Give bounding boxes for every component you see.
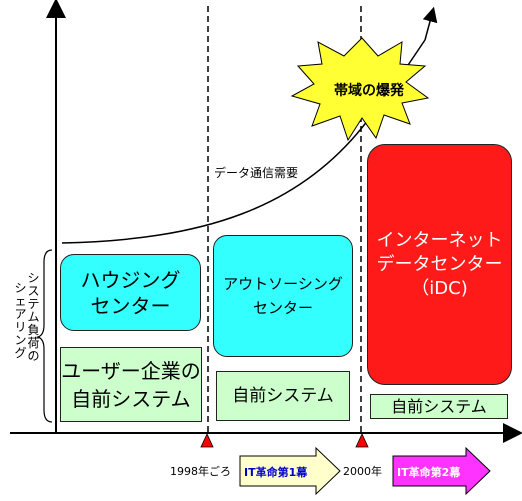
demand-curve-arrow-icon	[422, 6, 438, 41]
explosion-label: 帯域の爆発	[334, 83, 404, 99]
idc-box: インターネット データセンター （iDC)	[367, 144, 512, 385]
marker-1998-icon	[200, 433, 214, 448]
outsourcing-center-box: アウトソーシング センター	[213, 235, 353, 357]
own-system-right-box: 自前システム	[370, 394, 508, 419]
year-2000-label: 2000年	[343, 465, 382, 478]
housing-center-box: ハウジング センター	[60, 254, 201, 331]
side-brace	[36, 249, 53, 423]
year-1998-label: 1998年ごろ	[170, 465, 231, 478]
wave1-label: IT革命第1幕	[244, 466, 308, 479]
explosion-burst-icon	[290, 37, 430, 142]
wave1-arrow-icon	[239, 446, 341, 496]
wave2-arrow-icon	[392, 446, 491, 496]
wave2-label: IT革命第2幕	[397, 466, 461, 479]
demand-label: データ通信需要	[214, 166, 299, 180]
side-label-col1: シェアリング	[14, 281, 27, 360]
user-system-box: ユーザー企業の 自前システム	[60, 347, 202, 422]
marker-2000-icon	[355, 433, 369, 448]
side-label-col2: システム負荷の	[27, 271, 40, 363]
own-system-mid-box: 自前システム	[216, 371, 350, 421]
